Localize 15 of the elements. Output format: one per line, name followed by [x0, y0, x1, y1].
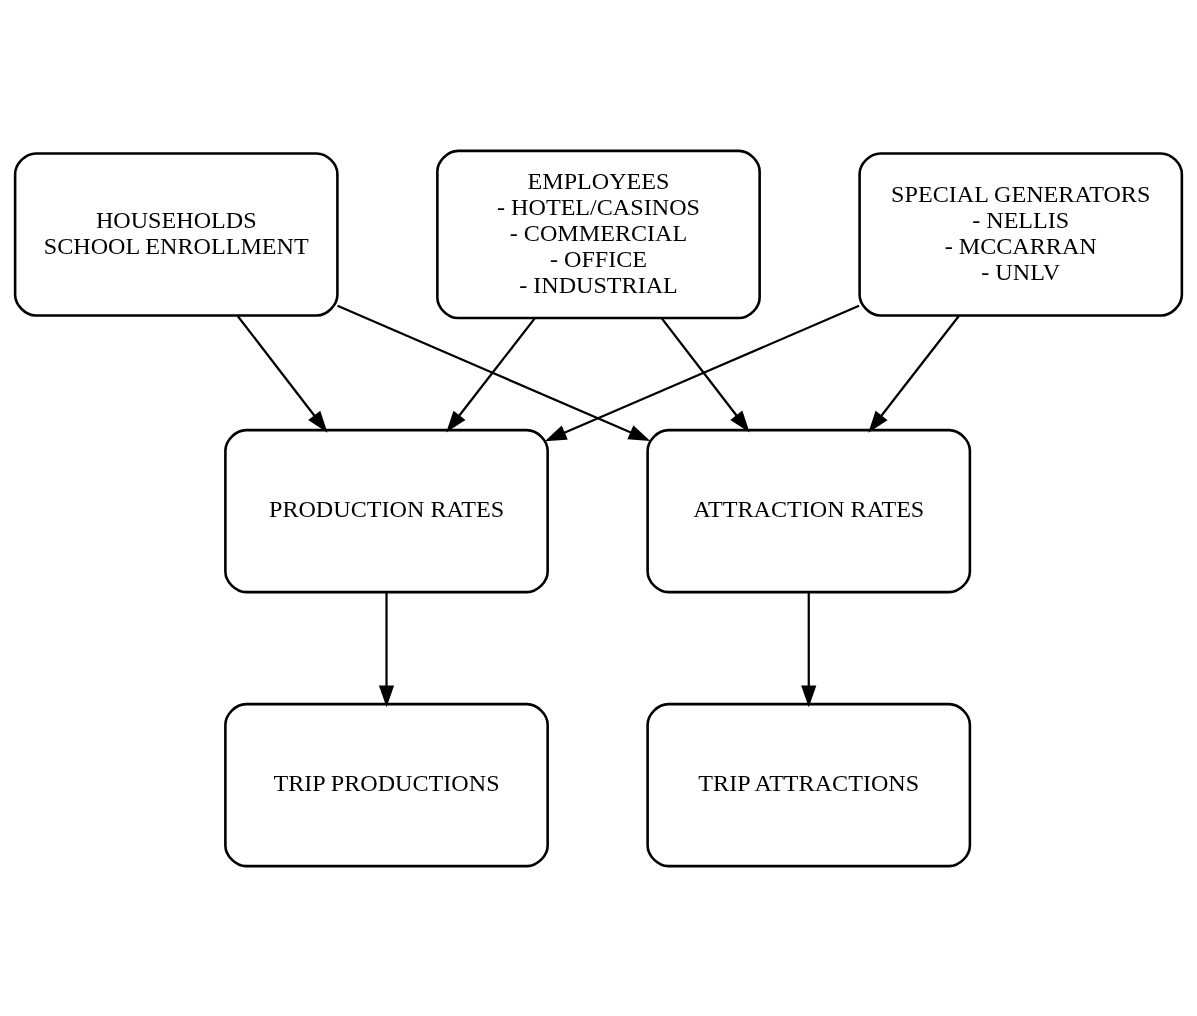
arrow — [236, 314, 328, 433]
node-box: TRIP ATTRACTIONS — [646, 702, 972, 867]
node-box: SPECIAL GENERATORS - NELLIS - MCCARRAN - UNLV — [858, 151, 1184, 317]
arrow — [801, 592, 817, 707]
node-box: EMPLOYEES - HOTEL/CASINOS - COMMERCIAL - OFFICE - INDUSTRIAL — [436, 149, 761, 319]
arrow — [544, 304, 860, 441]
arrow — [660, 317, 750, 432]
arrow — [868, 314, 960, 433]
node-box: ATTRACTION RATES — [646, 428, 972, 593]
arrow — [446, 317, 536, 432]
node-box: TRIP PRODUCTIONS — [224, 702, 549, 867]
node-box: HOUSEHOLDS SCHOOL ENROLLMENT — [13, 151, 339, 317]
node-box: PRODUCTION RATES — [224, 428, 549, 593]
arrow — [378, 592, 395, 707]
arrow — [337, 304, 651, 441]
